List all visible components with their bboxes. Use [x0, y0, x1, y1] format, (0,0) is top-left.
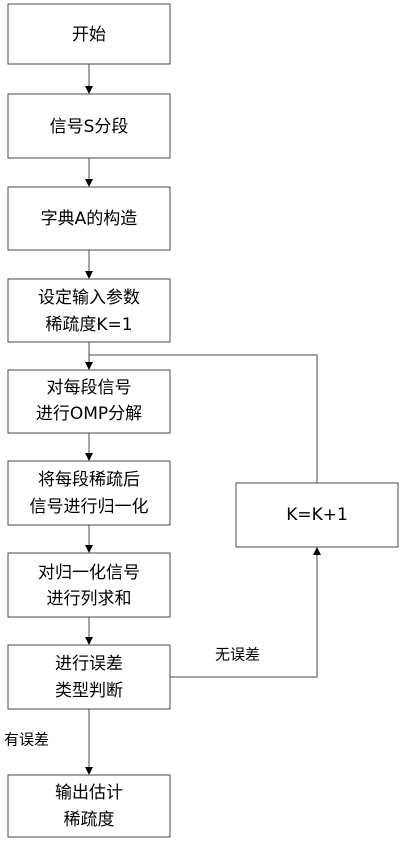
arrowhead-output: [85, 767, 93, 775]
box-output: [7, 774, 171, 838]
label-output-line1: 输出估计: [55, 783, 123, 803]
arrowhead-segment: [85, 86, 93, 94]
label-start: 开始: [72, 25, 106, 45]
label-segment: 信号S分段: [50, 117, 129, 137]
label-judge-line2: 类型判断: [55, 681, 123, 701]
box-judge: [7, 644, 171, 710]
node-segment: 信号S分段: [7, 93, 171, 159]
node-increment: K=K+1: [235, 482, 399, 548]
node-omp: 对每段信号 进行OMP分解: [7, 369, 171, 434]
label-set-params-line1: 设定输入参数: [38, 288, 140, 308]
arrowhead-increment: [313, 547, 321, 555]
box-dictionary: [7, 186, 171, 251]
arrowhead-sum: [85, 545, 93, 553]
arrowhead-setparams: [85, 271, 93, 279]
box-segment: [7, 93, 171, 159]
edge-judge-increment: [170, 553, 318, 678]
label-dictionary: 字典A的构造: [41, 209, 138, 229]
edge-label-has-error: 有误差: [4, 731, 49, 749]
arrowhead-normalize: [85, 453, 93, 461]
arrowhead-judge: [85, 637, 93, 645]
edge-label-no-error: 无误差: [215, 646, 260, 664]
label-judge-line1: 进行误差: [55, 654, 123, 674]
node-sum: 对归一化信号 进行列求和: [7, 552, 171, 618]
node-set-params: 设定输入参数 稀疏度K=1: [7, 278, 171, 343]
box-increment: [235, 482, 399, 548]
connectors: [85, 64, 321, 775]
label-normalize-line2: 信号进行归一化: [30, 497, 149, 517]
label-set-params-line2: 稀疏度K=1: [45, 315, 132, 335]
label-omp-line1: 对每段信号: [47, 378, 132, 398]
node-start: 开始: [7, 3, 171, 65]
node-dictionary: 字典A的构造: [7, 186, 171, 251]
arrowhead-omp: [85, 362, 93, 370]
box-start: [7, 3, 171, 65]
edge-increment-loop: [89, 354, 318, 483]
label-output-line2: 稀疏度: [64, 810, 115, 830]
node-normalize: 将每段稀疏后 信号进行归一化: [7, 460, 171, 526]
label-normalize-line1: 将每段稀疏后: [38, 470, 140, 490]
box-omp: [7, 369, 171, 434]
node-judge: 进行误差 类型判断: [7, 644, 171, 710]
label-sum-line2: 进行列求和: [47, 589, 132, 609]
box-sum: [7, 552, 171, 618]
label-increment: K=K+1: [286, 505, 348, 525]
box-normalize: [7, 460, 171, 526]
label-sum-line1: 对归一化信号: [38, 563, 140, 583]
label-omp-line2: 进行OMP分解: [36, 404, 142, 424]
node-output: 输出估计 稀疏度: [7, 774, 171, 838]
box-set-params: [7, 278, 171, 343]
arrowhead-dictionary: [85, 179, 93, 187]
